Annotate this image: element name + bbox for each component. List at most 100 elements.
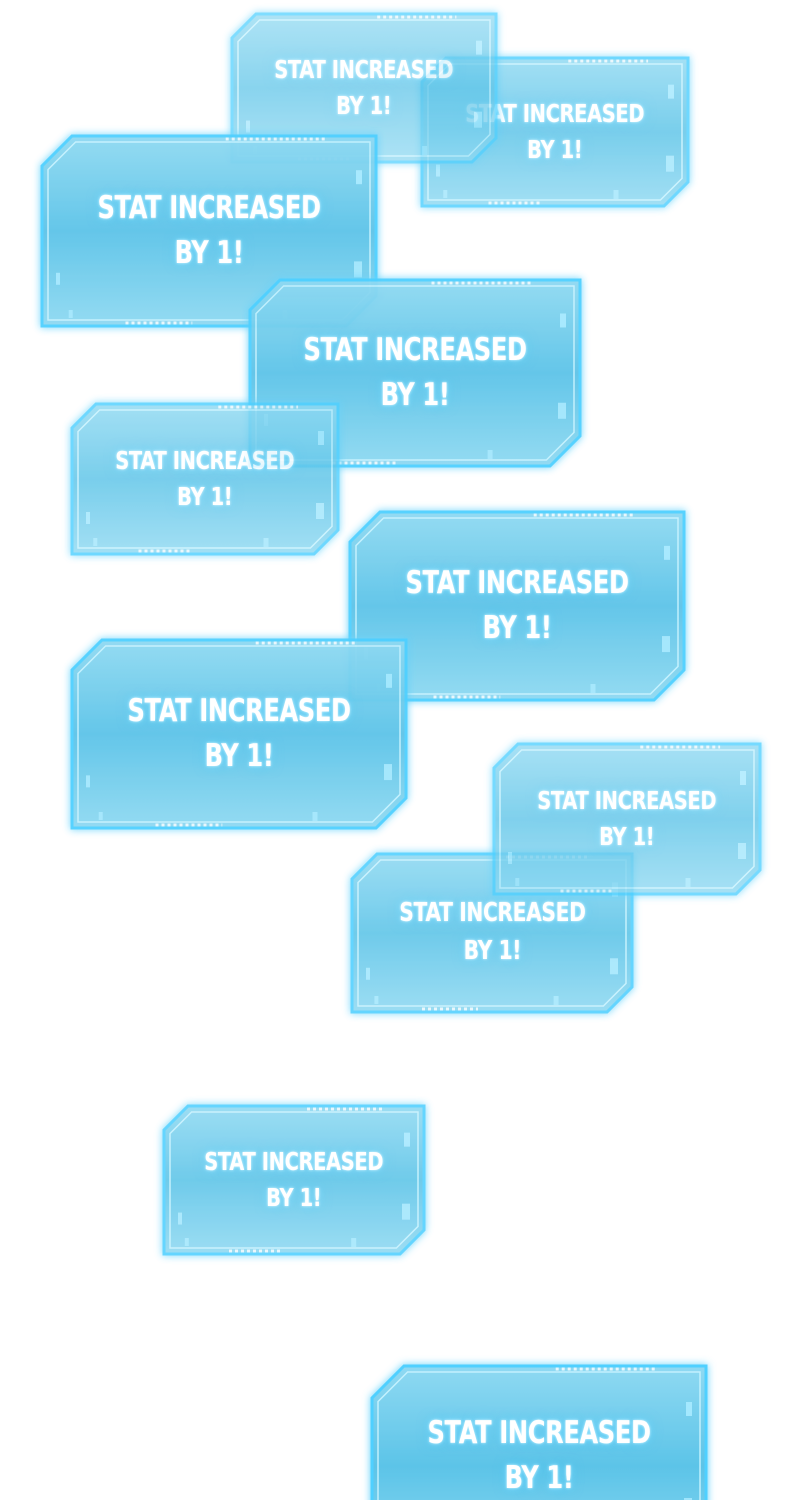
notification-text: STAT INCREASED BY 1!: [538, 783, 717, 856]
notification-line-1: STAT INCREASED: [97, 190, 321, 227]
panel-frame-svg: [492, 742, 762, 896]
panel-inner-border: [377, 1371, 701, 1500]
notification-text: STAT INCREASED BY 1!: [405, 561, 629, 651]
panel-corner-tick: [351, 1238, 357, 1247]
panel-corner-tick: [184, 1238, 189, 1246]
panel-corner-tick: [436, 164, 440, 177]
panel-frame-svg: [162, 1104, 426, 1256]
panel-inner-border: [255, 285, 575, 461]
panel-background: [230, 12, 498, 164]
panel-inner-border: [237, 19, 491, 157]
panel-corner-tick: [386, 673, 392, 688]
panel-corner-tick: [474, 111, 482, 128]
notification-line-2: BY 1!: [463, 936, 521, 966]
notification-line-2: BY 1!: [482, 610, 552, 646]
panel-corner-tick: [668, 84, 674, 99]
panel-corner-tick: [98, 812, 103, 820]
panel-corner-tick: [422, 146, 428, 155]
notification-text: STAT INCREASED BY 1!: [116, 443, 295, 516]
panel-corner-tick: [86, 512, 90, 524]
panel-corner-tick: [515, 878, 520, 886]
notification-line-2: BY 1!: [204, 738, 274, 774]
panel-corner-tick: [404, 1132, 410, 1147]
panel-corner-tick: [476, 40, 482, 55]
notification-text: STAT INCREASED BY 1!: [303, 328, 527, 418]
panel-background: [162, 1104, 426, 1256]
notification-line-2: BY 1!: [504, 1460, 574, 1496]
notification-line-2: BY 1!: [380, 377, 450, 413]
panel-corner-tick: [740, 771, 746, 785]
notification-text: STAT INCREASED BY 1!: [97, 186, 321, 276]
panel-corner-tick: [246, 120, 250, 133]
notification-line-1: STAT INCREASED: [303, 332, 527, 369]
panel-background: [492, 742, 762, 896]
notification-line-2: BY 1!: [177, 482, 233, 511]
panel-frame: [70, 638, 408, 830]
notification-line-1: STAT INCREASED: [274, 54, 454, 84]
panel-corner-tick: [318, 431, 324, 445]
notification-line-2: BY 1!: [174, 235, 244, 271]
panel-corner-tick: [508, 852, 512, 864]
panel-corner-tick: [366, 967, 370, 980]
panel-corner-tick: [487, 450, 493, 459]
panel-corner-tick: [316, 503, 324, 519]
panel-corner-tick: [263, 538, 269, 547]
panel-background: [370, 1364, 708, 1500]
notification-line-1: STAT INCREASED: [115, 445, 295, 475]
panel-corner-tick: [613, 190, 619, 199]
panel-corner-tick: [56, 272, 60, 285]
panel-frame-svg: [348, 510, 686, 702]
notification-line-2: BY 1!: [599, 822, 655, 851]
panel-corner-tick: [738, 843, 746, 859]
notification-line-1: STAT INCREASED: [427, 1415, 651, 1452]
panel-corner-tick: [93, 538, 98, 546]
panel-corner-tick: [558, 402, 566, 419]
panel-corner-tick: [664, 545, 670, 560]
notification-line-1: STAT INCREASED: [127, 693, 351, 730]
notification-line-1: STAT INCREASED: [405, 565, 629, 602]
panel-corner-tick: [178, 1212, 182, 1225]
panel-corner-tick: [356, 170, 362, 185]
stat-notification-panel: STAT INCREASED BY 1!: [70, 402, 340, 556]
stat-notification-panel: STAT INCREASED BY 1!: [70, 638, 408, 830]
panel-corner-tick: [354, 261, 362, 278]
panel-corner-tick: [374, 996, 379, 1004]
panel-corner-tick: [68, 310, 73, 318]
panel-corner-tick: [553, 996, 559, 1005]
panel-corner-tick: [384, 764, 392, 781]
notification-line-2: BY 1!: [266, 1183, 322, 1212]
panel-inner-border: [355, 517, 679, 695]
panel-inner-border: [499, 749, 755, 889]
panel-corner-tick: [312, 812, 318, 821]
panel-frame: [492, 742, 762, 896]
stat-notification-panel: STAT INCREASED BY 1!: [348, 510, 686, 702]
notification-text: STAT INCREASED BY 1!: [275, 52, 454, 125]
stat-notification-panel: STAT INCREASED BY 1!: [492, 742, 762, 896]
panel-frame: [370, 1364, 708, 1500]
panel-frame-svg: [70, 402, 340, 556]
notification-line-2: BY 1!: [336, 91, 392, 120]
panel-inner-border: [77, 409, 333, 549]
panel-corner-tick: [560, 313, 566, 328]
panel-frame: [70, 402, 340, 556]
panel-background: [348, 510, 686, 702]
panel-corner-tick: [662, 636, 670, 653]
notification-line-1: STAT INCREASED: [537, 785, 717, 815]
panel-frame-svg: [370, 1364, 708, 1500]
notification-line-1: STAT INCREASED: [398, 898, 586, 929]
notification-line-2: BY 1!: [527, 135, 583, 164]
panel-corner-tick: [402, 1203, 410, 1220]
panel-corner-tick: [590, 684, 596, 693]
notification-line-1: STAT INCREASED: [204, 1146, 384, 1176]
notification-text: STAT INCREASED BY 1!: [427, 1411, 651, 1500]
panel-corner-tick: [686, 1402, 692, 1416]
panel-frame-svg: [70, 638, 408, 830]
panel-frame: [348, 510, 686, 702]
panel-corner-tick: [610, 958, 618, 975]
notification-text: STAT INCREASED BY 1!: [398, 895, 586, 970]
panel-corner-tick: [443, 190, 448, 198]
panel-background: [70, 402, 340, 556]
panel-corner-tick: [666, 155, 674, 172]
panel-background: [70, 638, 408, 830]
